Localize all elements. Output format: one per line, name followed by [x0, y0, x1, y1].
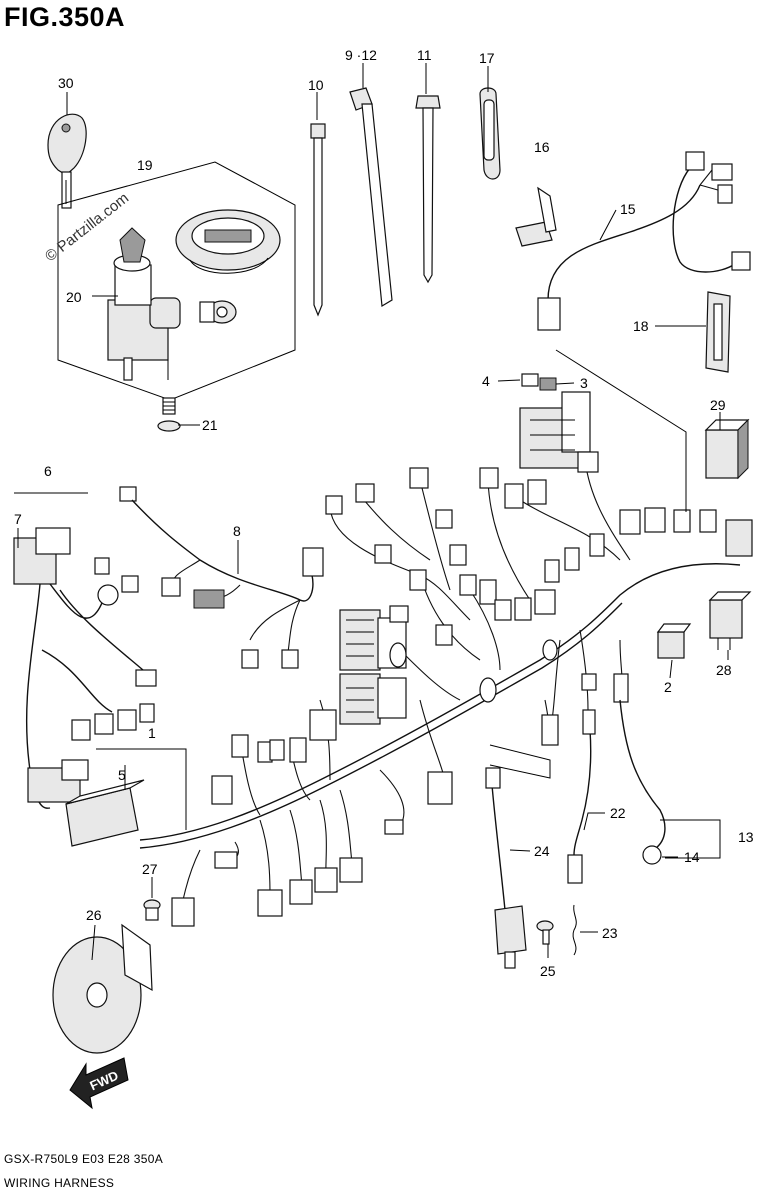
callout-30: 30 — [58, 75, 74, 91]
relay-28 — [708, 591, 752, 650]
callout-16: 16 — [534, 139, 550, 155]
callout-10: 10 — [308, 77, 324, 93]
callout-26: 26 — [86, 907, 102, 923]
callout-6: 6 — [44, 463, 52, 479]
callout-27: 27 — [142, 861, 158, 877]
fuel-cap-lock — [175, 209, 281, 274]
fwd-arrow-icon: FWD — [69, 1057, 129, 1110]
callout-20: 20 — [66, 289, 82, 305]
sub-harness-8 — [119, 486, 324, 669]
fuse-box — [519, 391, 591, 469]
seat-lock — [199, 300, 237, 324]
horn-26 — [52, 923, 153, 1054]
callout-17: 17 — [479, 50, 495, 66]
callout-2: 2 — [664, 679, 672, 695]
bracket-16 — [515, 186, 557, 247]
figure-title: FIG.350A — [4, 2, 126, 32]
callout-7: 7 — [14, 511, 22, 527]
cable-tie-10 — [310, 123, 326, 317]
callout-9-12: 9 ·12 — [345, 47, 377, 63]
fuse-4 — [521, 373, 539, 387]
gasket-18 — [705, 291, 731, 373]
sensor-lead-13 — [619, 699, 666, 865]
callout-14: 14 — [684, 849, 700, 865]
callout-23: 23 — [602, 925, 618, 941]
callout-13: 13 — [738, 829, 754, 845]
bolt-27 — [143, 899, 161, 921]
relay-29 — [704, 418, 750, 480]
callout-5: 5 — [118, 767, 126, 783]
relay-2 — [656, 623, 692, 659]
rubber-band-17 — [479, 87, 501, 180]
fuse-3 — [539, 377, 557, 391]
gear-position-sensor-lead-22 — [567, 709, 596, 884]
callout-25: 25 — [540, 963, 556, 979]
model-code: GSX-R750L9 E03 E28 350A — [4, 1152, 164, 1166]
callout-29: 29 — [710, 397, 726, 413]
callout-15: 15 — [620, 201, 636, 217]
callout-22: 22 — [610, 805, 626, 821]
section-name: WIRING HARNESS — [4, 1176, 115, 1190]
callout-labels: 30 19 20 21 10 9 ·12 11 17 16 15 18 4 3 … — [14, 47, 754, 979]
callout-3: 3 — [580, 375, 588, 391]
bolt-21 — [157, 397, 181, 432]
callout-8: 8 — [233, 523, 241, 539]
callout-1: 1 — [148, 725, 156, 741]
cable-clip-11 — [415, 95, 441, 284]
callout-4: 4 — [482, 373, 490, 389]
watermark: © Partzilla.com — [42, 190, 132, 266]
cable-clamp-9-12 — [349, 87, 393, 308]
callout-28: 28 — [716, 662, 732, 678]
sub-harness-15 — [537, 151, 751, 331]
callout-24: 24 — [534, 843, 550, 859]
ignition-key-30 — [47, 113, 87, 209]
screw-25 — [536, 920, 554, 945]
harness-7 — [13, 527, 157, 809]
callout-18: 18 — [633, 318, 649, 334]
callout-19: 19 — [137, 157, 153, 173]
main-wiring-harness-1 — [139, 451, 753, 927]
ignition-switch-group-box — [57, 161, 296, 401]
sensor-lead-24 — [485, 744, 551, 969]
callout-11: 11 — [417, 47, 432, 63]
callout-21: 21 — [202, 417, 218, 433]
ignition-switch-20 — [107, 227, 181, 381]
spring-23 — [572, 904, 577, 956]
leader-lines — [14, 63, 729, 961]
